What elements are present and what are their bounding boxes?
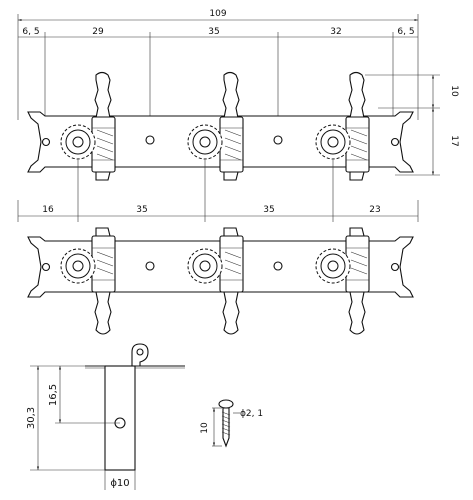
middle-dimension-lines — [17, 160, 419, 222]
dim-top-seg-4: 32 — [330, 27, 341, 37]
bottom-gear-1 — [60, 248, 96, 284]
dim-top-seg-3: 35 — [208, 27, 219, 37]
top-view-tuner — [27, 71, 414, 181]
gear-3 — [315, 124, 351, 160]
top-dimension-lines — [17, 14, 419, 130]
screw — [212, 399, 240, 448]
tuner-knob-2 — [219, 71, 244, 181]
dim-top-seg-1: 6, 5 — [22, 27, 39, 37]
bottom-tuner-knob-2 — [219, 227, 244, 335]
bottom-tuner-knob-3 — [345, 227, 370, 335]
gear-1 — [60, 124, 96, 160]
mount-hole-mid-2 — [273, 135, 283, 145]
dim-bottom-seg-1: 16 — [42, 205, 54, 215]
dim-top-seg-5: 6, 5 — [397, 27, 414, 37]
bottom-mount-hole-left — [41, 262, 51, 272]
dim-right-17: 17 — [449, 135, 459, 146]
mount-hole-right — [390, 137, 400, 147]
bottom-view-tuner — [27, 227, 414, 335]
tuner-knob-3 — [345, 71, 370, 181]
dim-bottom-seg-3: 35 — [263, 205, 274, 215]
bottom-mount-hole-right — [390, 262, 400, 272]
side-view — [30, 343, 185, 490]
dim-side-diameter: ϕ10 — [110, 478, 129, 489]
dim-top-seg-2: 29 — [92, 27, 104, 37]
dim-bottom-seg-2: 35 — [136, 205, 147, 215]
mount-hole-left — [41, 137, 51, 147]
tuner-knob-1 — [91, 71, 116, 181]
dim-screw-length: 10 — [200, 422, 210, 434]
dim-right-10: 10 — [449, 85, 459, 97]
bottom-tuner-knob-1 — [91, 227, 116, 335]
mount-hole-mid-1 — [145, 135, 155, 145]
dim-bottom-seg-4: 23 — [369, 205, 380, 215]
right-dimension-lines — [365, 74, 440, 176]
bottom-gear-3 — [315, 248, 351, 284]
bottom-mount-hole-mid-1 — [145, 261, 155, 271]
dim-screw-diameter: ϕ2, 1 — [240, 409, 263, 419]
bottom-gear-2 — [187, 248, 223, 284]
bottom-mount-hole-mid-2 — [273, 261, 283, 271]
gear-2 — [187, 124, 223, 160]
dim-side-part-height: 16,5 — [48, 384, 59, 406]
dim-overall-width: 109 — [209, 9, 226, 19]
dim-side-total-height: 30,3 — [26, 407, 37, 429]
